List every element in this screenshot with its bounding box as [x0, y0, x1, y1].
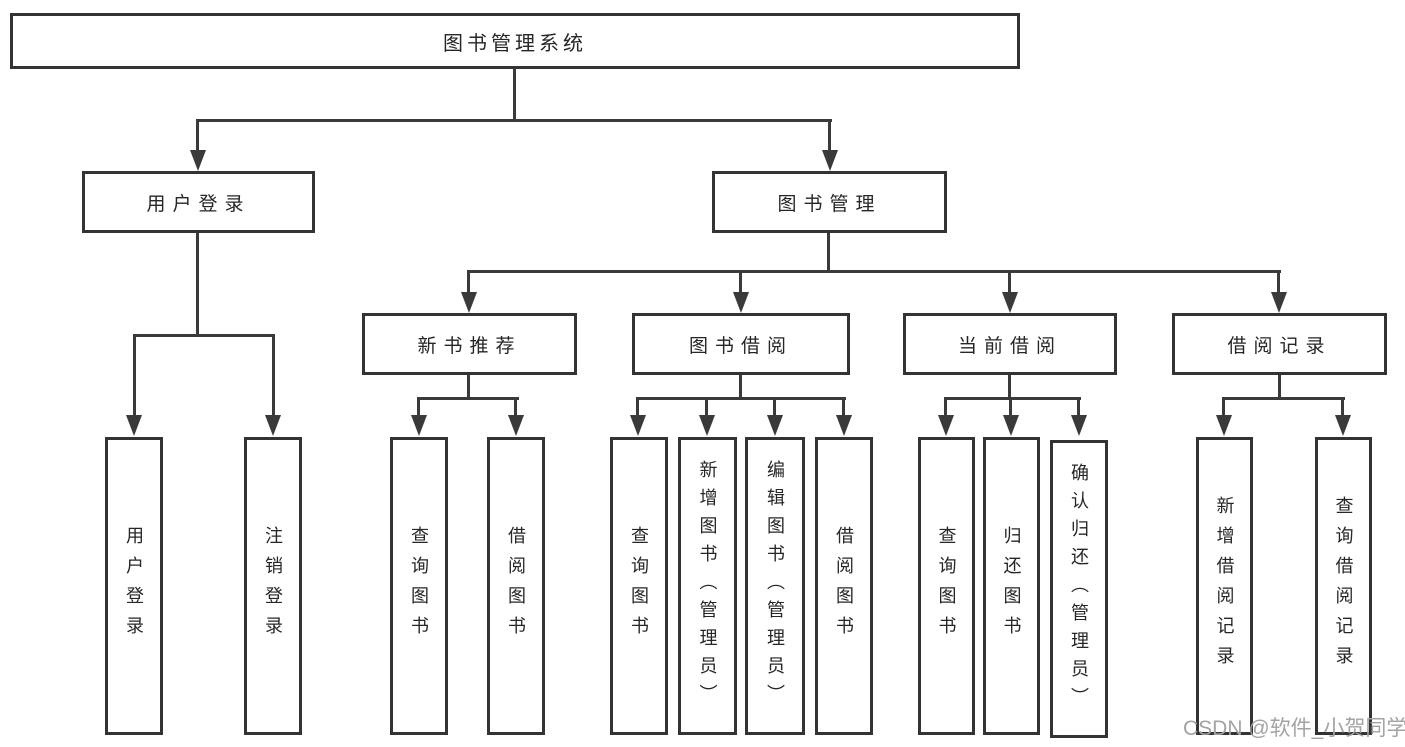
connector-drop: [1008, 270, 1011, 294]
connector-bus: [1222, 397, 1345, 400]
leaf-borrow-books-recommend: 借阅图书: [487, 437, 545, 735]
node-label: 借阅记录: [1227, 335, 1332, 357]
arrowhead-down-icon: [126, 415, 142, 436]
connector-drop: [828, 119, 831, 152]
arrowhead-down-icon: [630, 415, 646, 436]
arrowhead-down-icon: [733, 292, 749, 313]
arrowhead-down-icon: [1071, 415, 1087, 436]
connector-drop: [705, 397, 708, 417]
watermark: CSDN @软件_小贺同学: [1183, 717, 1405, 740]
arrowhead-down-icon: [699, 415, 715, 436]
connector-stem: [1008, 375, 1011, 400]
connector-stem: [1278, 375, 1281, 400]
leaf-return-books: 归还图书: [983, 437, 1040, 735]
connector-drop: [467, 270, 470, 294]
arrowhead-down-icon: [1271, 292, 1287, 313]
leaf-label: 归还图书: [1001, 526, 1022, 646]
node-label: 图书借阅: [688, 335, 793, 357]
connector-root-stem: [513, 68, 516, 121]
node-book-borrow: 图书借阅: [632, 313, 850, 375]
leaf-borrow-books: 借阅图书: [815, 437, 873, 735]
connector-root-bus: [196, 119, 832, 122]
connector-drop: [514, 397, 517, 417]
connector-drop: [1341, 397, 1344, 417]
node-label: 当前借阅: [957, 335, 1062, 357]
arrowhead-down-icon: [1002, 292, 1018, 313]
leaf-add-borrow-record: 新增借阅记录: [1196, 437, 1253, 735]
leaf-label: 查询图书: [629, 526, 649, 646]
node-library-system: 图书管理系统: [10, 13, 1020, 69]
connector-drop: [773, 397, 776, 417]
leaf-label: 编辑图书（管理员）: [765, 460, 785, 712]
leaf-query-books-recommend: 查询图书: [390, 437, 448, 735]
connector-book-mgmt-stem: [827, 233, 830, 273]
arrowhead-down-icon: [190, 150, 206, 171]
connector-book-mgmt-bus: [467, 270, 1281, 273]
leaf-label: 查询图书: [409, 526, 429, 646]
connector-drop: [636, 397, 639, 417]
leaf-user-login: 用户登录: [105, 437, 163, 735]
node-borrow-records: 借阅记录: [1172, 313, 1387, 375]
arrowhead-down-icon: [411, 415, 427, 436]
leaf-label: 新增借阅记录: [1214, 496, 1235, 676]
leaf-query-borrow-record: 查询借阅记录: [1315, 437, 1372, 735]
leaf-confirm-return-admin: 确认归还（管理员）: [1050, 440, 1108, 738]
connector-stem: [739, 375, 742, 400]
leaf-add-books-admin: 新增图书（管理员）: [678, 437, 737, 735]
connector-user-login-stem: [196, 233, 199, 337]
leaf-label: 查询借阅记录: [1333, 496, 1354, 676]
connector-drop: [739, 270, 742, 294]
connector-drop: [272, 334, 275, 417]
leaf-label: 注销登录: [263, 526, 283, 646]
arrowhead-down-icon: [508, 415, 524, 436]
node-label: 图书管理系统: [443, 32, 587, 55]
connector-stem: [467, 375, 470, 400]
node-book-management: 图书管理: [712, 171, 947, 233]
connector-drop: [1077, 397, 1080, 417]
connector-bus: [944, 397, 1081, 400]
arrowhead-down-icon: [822, 150, 838, 171]
node-label: 图书管理: [777, 193, 882, 215]
node-current-borrow: 当前借阅: [903, 313, 1117, 375]
node-label: 新书推荐: [417, 335, 522, 357]
node-new-book-recommend: 新书推荐: [362, 313, 577, 375]
arrowhead-down-icon: [461, 292, 477, 313]
connector-drop: [196, 119, 199, 152]
connector-drop: [1277, 270, 1280, 294]
leaf-query-books-current: 查询图书: [918, 437, 975, 735]
arrowhead-down-icon: [767, 415, 783, 436]
leaf-logout: 注销登录: [244, 437, 302, 735]
arrowhead-down-icon: [938, 415, 954, 436]
leaf-label: 确认归还（管理员）: [1069, 463, 1089, 715]
connector-drop: [944, 397, 947, 417]
leaf-edit-books-admin: 编辑图书（管理员）: [745, 437, 805, 735]
leaf-query-books-borrow: 查询图书: [610, 437, 668, 735]
leaf-label: 借阅图书: [834, 526, 854, 646]
leaf-label: 查询图书: [936, 526, 957, 646]
arrowhead-down-icon: [265, 415, 281, 436]
node-label: 用户登录: [146, 193, 251, 215]
connector-drop: [1222, 397, 1225, 417]
connector-drop: [133, 334, 136, 417]
node-user-login: 用户登录: [82, 171, 315, 233]
connector-drop: [417, 397, 420, 417]
arrowhead-down-icon: [1003, 415, 1019, 436]
connector-bus: [417, 397, 519, 400]
arrowhead-down-icon: [1335, 415, 1351, 436]
arrowhead-down-icon: [1216, 415, 1232, 436]
connector-drop: [842, 397, 845, 417]
connector-drop: [1009, 397, 1012, 417]
leaf-label: 新增图书（管理员）: [697, 460, 718, 712]
leaf-label: 用户登录: [124, 526, 144, 646]
arrowhead-down-icon: [836, 415, 852, 436]
connector-bus: [636, 397, 846, 400]
connector-user-login-bus: [133, 334, 275, 337]
leaf-label: 借阅图书: [506, 526, 526, 646]
